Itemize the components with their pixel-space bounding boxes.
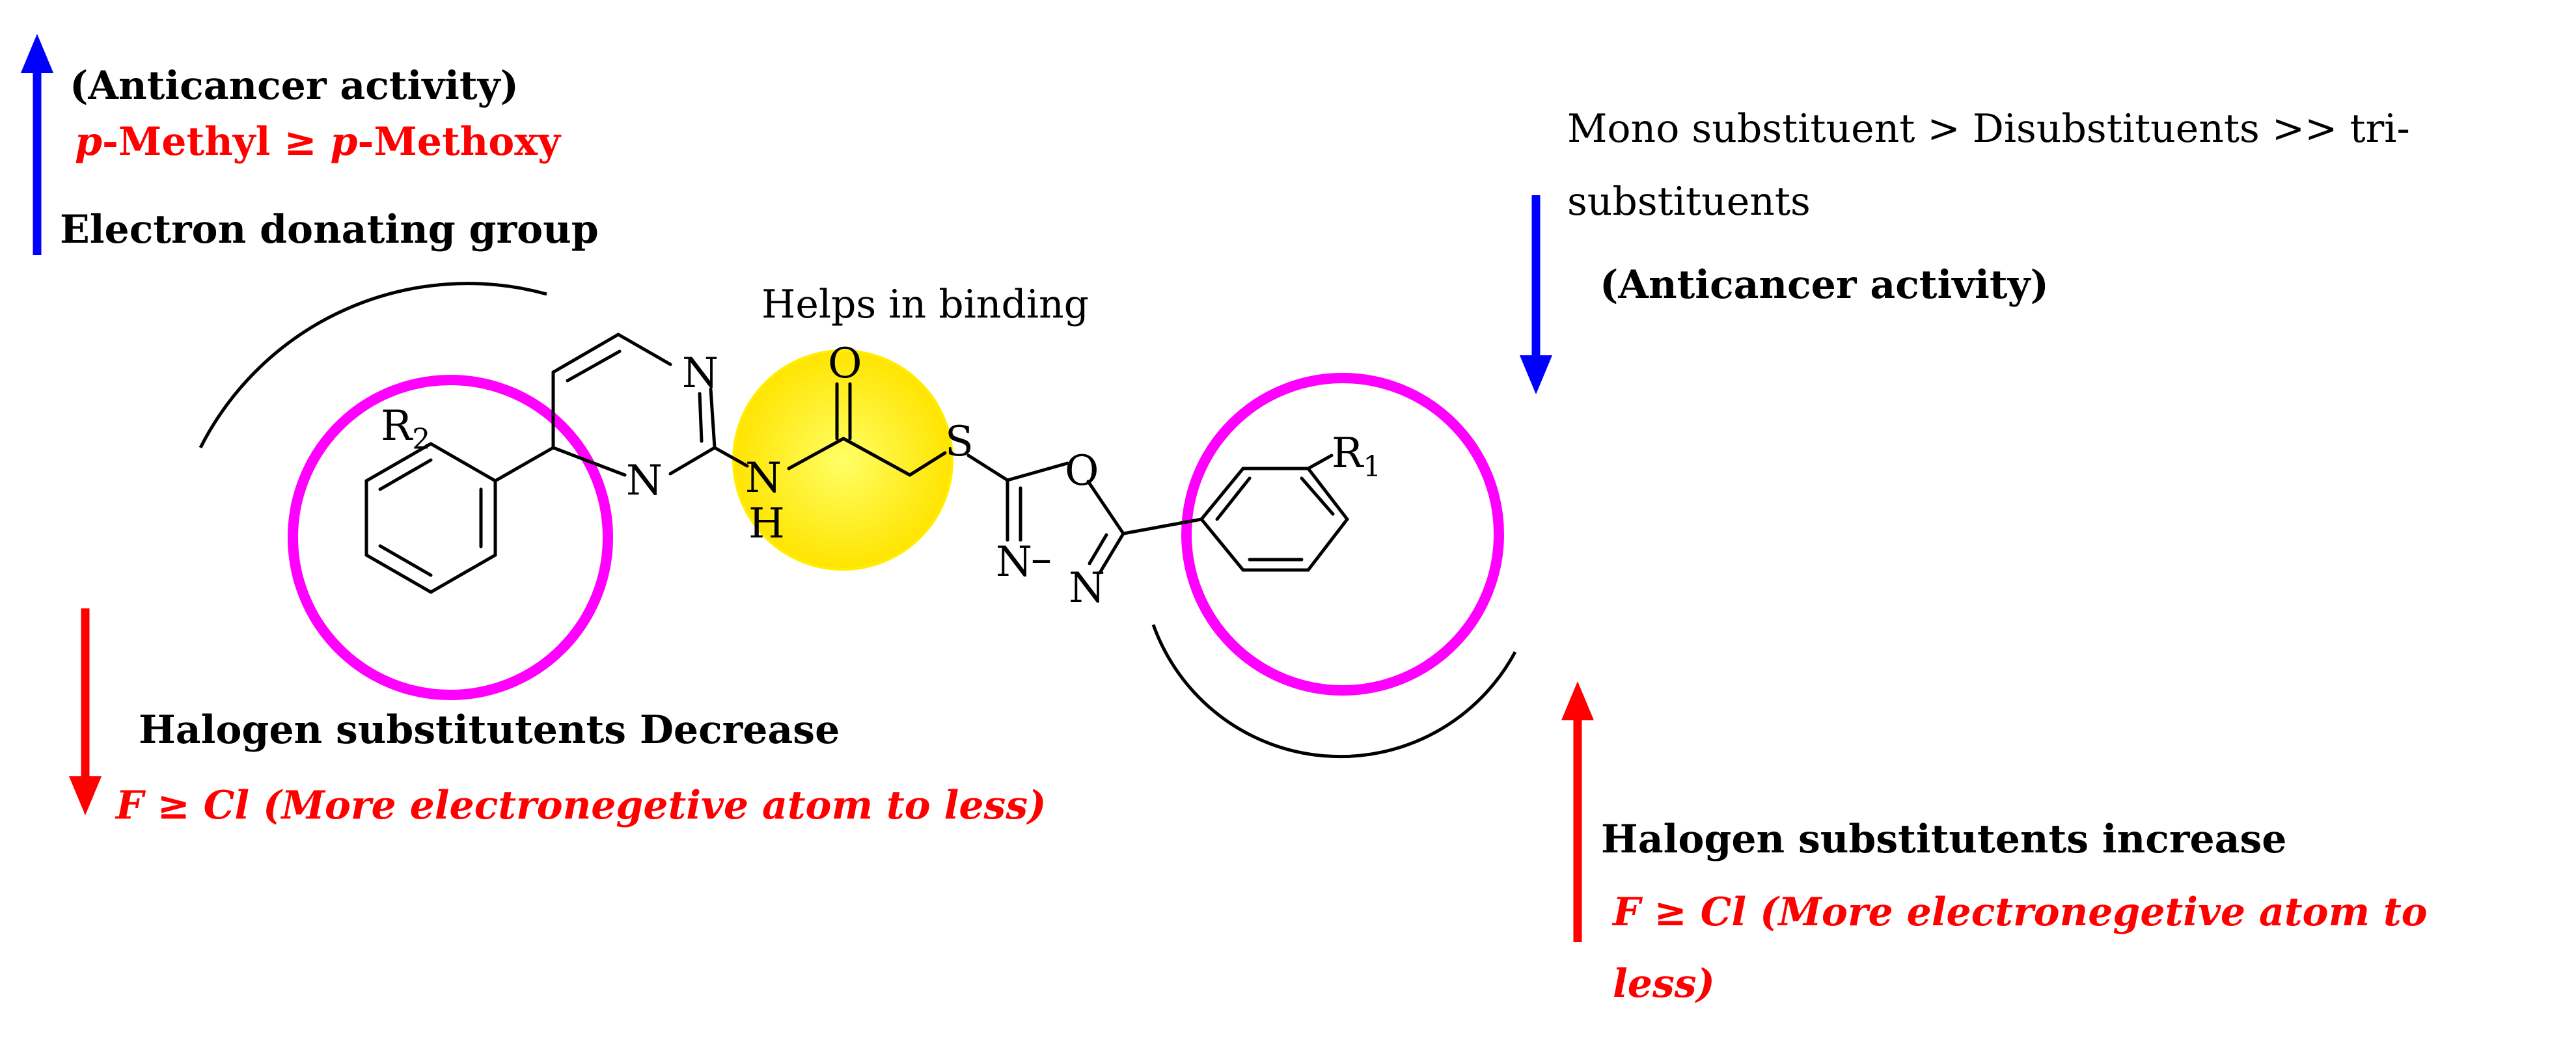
atom-labels: N N N H O S O N – N R2 R1 (381, 340, 1381, 612)
right-benzene-ring (1199, 467, 1350, 572)
top-left-activity-label: (Anticancer activity) (70, 63, 519, 109)
top-right-activity-label: (Anticancer activity) (1600, 262, 2049, 308)
blue-down-arrow (1520, 195, 1552, 394)
atom-h-amide: H (748, 500, 785, 548)
halogen-increase-label: Halogen substitutents increase (1601, 817, 2286, 862)
substituent-r1: R1 (1332, 429, 1381, 483)
top-right-substituent-line1: Mono substituent > Disubstituents >> tri… (1567, 106, 2410, 152)
electron-donating-label: Electron donating group (60, 207, 599, 252)
halogen-increase-order-line1: F ≥ Cl (More electronegetive atom to (1611, 889, 2428, 935)
right-phenyl-highlight-circle (1181, 373, 1504, 696)
blue-up-arrow (21, 34, 53, 255)
halogen-increase-order-line2: less) (1613, 961, 1715, 1007)
atom-n-pyrimidine-bottom: N (626, 457, 663, 505)
atom-o-oxadiazole: O (1065, 447, 1099, 495)
atom-n-oxadiazole-right: N (1069, 564, 1105, 612)
left-phenyl-highlight-circle (288, 375, 613, 700)
atom-o-carbonyl: O (828, 340, 862, 388)
right-bottom-arc (1151, 624, 1517, 759)
helps-in-binding-label: Helps in binding (761, 282, 1089, 327)
top-left-order-label: p-Methyl ≥ p-Methoxy (75, 119, 562, 165)
atom-dash-nn: – (1031, 535, 1052, 583)
substituent-r2: R2 (381, 402, 430, 456)
red-down-arrow (69, 608, 102, 815)
molecule-bonds (364, 332, 1350, 594)
top-right-substituent-line2: substituents (1567, 179, 1811, 224)
halogen-decrease-order-label: F ≥ Cl (More electronegetive atom to les… (115, 783, 1046, 828)
halogen-decrease-label: Halogen substitutents Decrease (139, 707, 840, 753)
left-benzene-ring (364, 442, 497, 594)
atom-s-thioether: S (945, 418, 974, 466)
atom-n-amide: N (745, 454, 782, 502)
left-top-arc (199, 282, 547, 449)
red-up-arrow (1561, 681, 1594, 942)
atom-n-pyrimidine-top: N (682, 349, 719, 398)
atom-n-oxadiazole-left: N (996, 538, 1032, 586)
